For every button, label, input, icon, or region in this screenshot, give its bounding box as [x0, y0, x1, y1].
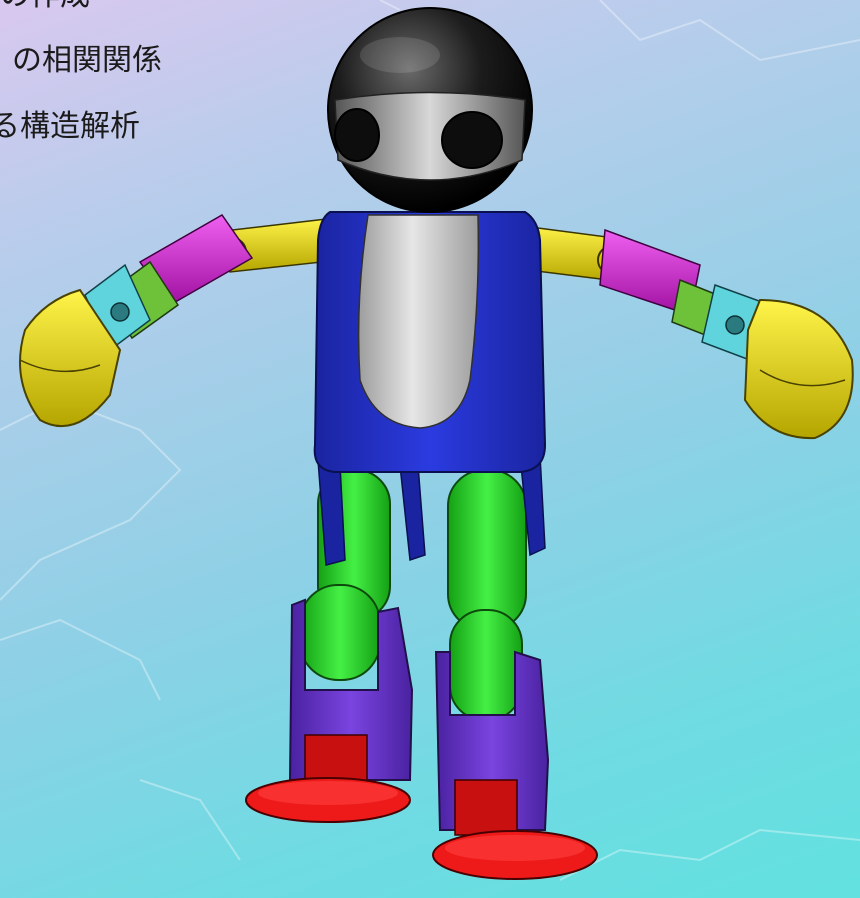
- left-hand: [19, 288, 122, 428]
- head: [327, 7, 533, 213]
- right-foot-block: [454, 779, 518, 836]
- left-arm: [19, 214, 341, 428]
- right-arm: [511, 224, 854, 440]
- right-eye: [441, 111, 503, 169]
- left-eye: [334, 108, 380, 162]
- caption-line-2: の相関関係: [12, 43, 162, 78]
- caption-text: の作成 の相関関係 る構造解析: [0, 0, 320, 160]
- torso: [313, 211, 547, 566]
- caption-line-1: の作成: [0, 0, 90, 16]
- belly-plate: [357, 214, 480, 429]
- right-hand: [743, 298, 854, 440]
- right-leg: [432, 469, 598, 880]
- left-leg: [245, 469, 414, 823]
- caption-line-3: る構造解析: [0, 109, 140, 144]
